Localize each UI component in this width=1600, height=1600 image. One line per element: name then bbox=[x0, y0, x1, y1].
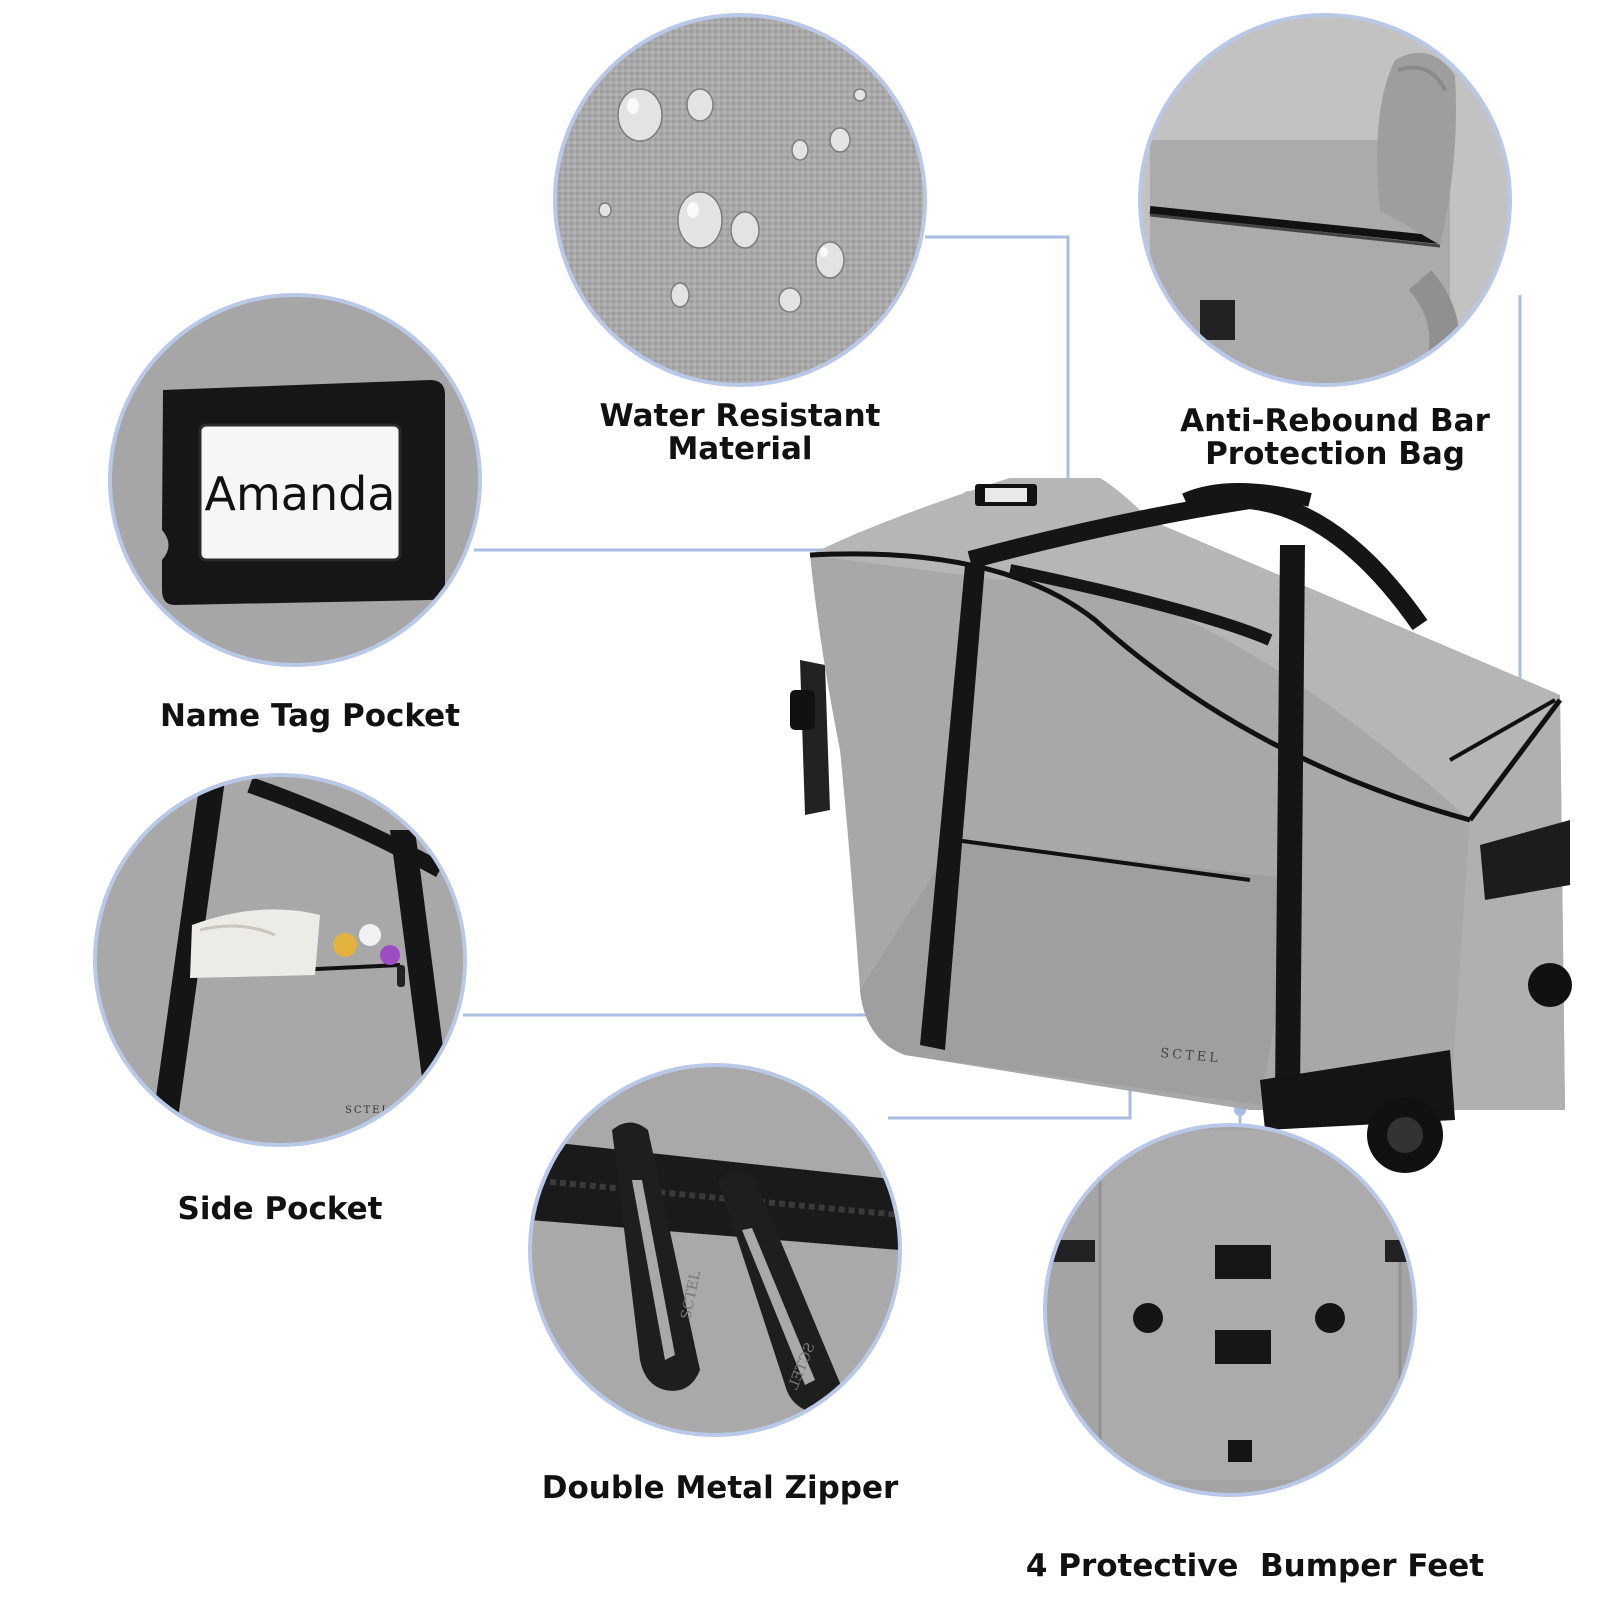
water-resistant-label: Water Resistant Material bbox=[540, 400, 940, 466]
double-zipper-label: Double Metal Zipper bbox=[485, 1472, 955, 1505]
name-tag-detail-circle: Amanda bbox=[108, 293, 482, 667]
side-pocket-label: Side Pocket bbox=[80, 1193, 480, 1226]
water-resistant-label-line1: Water Resistant bbox=[599, 398, 881, 434]
name-tag-pocket-label-text: Name Tag Pocket bbox=[159, 698, 461, 734]
name-tag-pocket-label: Name Tag Pocket bbox=[100, 700, 520, 733]
side-pocket-label-text: Side Pocket bbox=[177, 1191, 383, 1227]
bumper-feet-label: 4 Protective Bumper Feet bbox=[1000, 1550, 1510, 1583]
anti-rebound-label-line2: Protection Bag bbox=[1205, 436, 1465, 472]
bag-brand-text: SCTEL bbox=[1160, 1046, 1222, 1066]
bumper-feet-detail-circle bbox=[1043, 1123, 1417, 1497]
main-bag: SCTEL bbox=[790, 478, 1572, 1173]
water-resistant-detail-circle bbox=[553, 13, 927, 387]
bumper-feet-label-text: 4 Protective Bumper Feet bbox=[1025, 1548, 1485, 1584]
name-tag-card-text: Amanda bbox=[204, 467, 395, 521]
anti-rebound-label-line1: Anti-Rebound Bar bbox=[1180, 403, 1490, 439]
anti-rebound-detail-circle bbox=[1138, 13, 1512, 387]
side-pocket-detail-circle: SCTEL bbox=[93, 773, 467, 1147]
side-pocket-brand-text: SCTEL bbox=[345, 1105, 390, 1116]
double-zipper-label-text: Double Metal Zipper bbox=[541, 1470, 899, 1506]
anti-rebound-label: Anti-Rebound Bar Protection Bag bbox=[1125, 405, 1545, 471]
zipper-detail-circle: SCTEL SCTEL bbox=[528, 1063, 902, 1437]
water-resistant-label-line2: Material bbox=[667, 431, 813, 467]
